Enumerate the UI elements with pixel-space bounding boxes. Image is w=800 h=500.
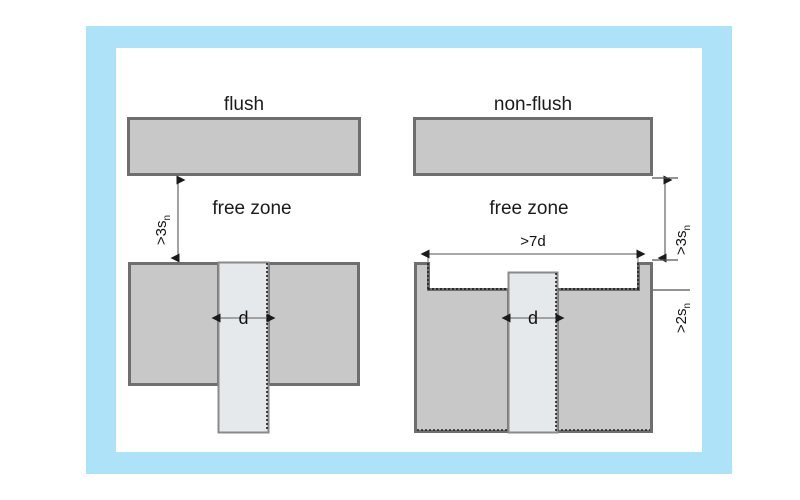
non-flush-free-zone-label: free zone (489, 198, 568, 219)
non-flush-clearance-value: >3s (673, 230, 690, 255)
panel-flush: flush >3sn free zone d (127, 94, 361, 434)
non-flush-width-dimension-label: >7d (520, 233, 545, 250)
panel-flush-title: flush (224, 94, 264, 115)
panel-non-flush-title: non-flush (494, 94, 572, 115)
panel-non-flush: non-flush free zone >7d >3sn > (413, 94, 693, 434)
flush-clearance-value: >3s (153, 220, 170, 245)
non-flush-protrusion-value: >2s (673, 308, 690, 333)
non-flush-clearance-dimension-label: >3sn (673, 225, 693, 255)
flush-sensor-barrel (217, 261, 270, 434)
flush-target-plate (127, 117, 361, 176)
non-flush-diameter-label: d (528, 308, 538, 328)
flush-clearance-dimension-label: >3sn (153, 215, 173, 245)
flush-diameter-label: d (238, 308, 248, 328)
flush-free-zone-label: free zone (212, 198, 291, 219)
flush-mounting-block-left (128, 262, 220, 386)
non-flush-sensor-barrel (507, 271, 559, 434)
flush-clearance-subscript: n (162, 215, 173, 221)
non-flush-protrusion-subscript: n (682, 303, 693, 309)
svg-text:>2sn: >2sn (673, 303, 693, 333)
svg-text:>3sn: >3sn (673, 225, 693, 255)
svg-text:>3sn: >3sn (153, 215, 173, 245)
non-flush-clearance-subscript: n (682, 225, 693, 231)
flush-mounting-block-right (267, 262, 360, 386)
non-flush-target-plate (413, 117, 653, 176)
non-flush-protrusion-dimension-label: >2sn (673, 303, 693, 333)
